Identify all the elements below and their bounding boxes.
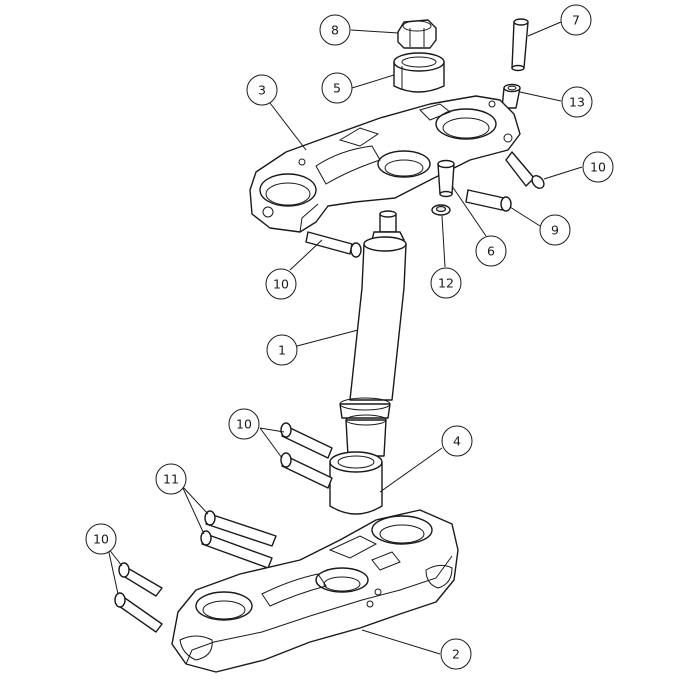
callout-9: 9 (539, 214, 571, 246)
callout-8-label: 8 (331, 23, 339, 38)
part-10-bolts-lower-left (114, 562, 163, 633)
leader-10c-2 (259, 427, 283, 459)
callout-7: 7 (560, 4, 592, 36)
callout-5: 5 (321, 72, 353, 104)
part-8-stem-nut (397, 19, 437, 49)
leader-7 (527, 21, 562, 37)
part-10-bolts-middle (280, 422, 333, 489)
leader-12 (441, 215, 446, 268)
part-10-bolt-upper-left (305, 231, 362, 258)
part-11-long-bolts (200, 510, 277, 569)
callout-10-upper-right: 10 (582, 151, 614, 183)
leader-4 (379, 447, 443, 493)
callout-10-middle: 10 (228, 408, 260, 440)
callout-10c-label: 10 (236, 417, 252, 432)
callout-10b-label: 10 (273, 277, 289, 292)
part-10-bolt-upper-right (505, 151, 545, 189)
callout-13-label: 13 (569, 95, 585, 110)
leader-10b (289, 239, 323, 271)
callout-12-label: 12 (438, 276, 454, 291)
callout-10d-label: 10 (93, 532, 109, 547)
callout-12: 12 (430, 267, 462, 299)
part-12-small-nut (431, 204, 451, 216)
leader-1 (296, 329, 359, 347)
leader-11-2 (181, 485, 205, 535)
callout-10-lower-left: 10 (85, 523, 117, 555)
callout-2-label: 2 (452, 647, 460, 662)
part-5-upper-bushing (393, 52, 445, 93)
part-7-pin (511, 18, 529, 72)
part-4-lower-bearing (329, 451, 383, 515)
leader-13 (519, 91, 562, 102)
callout-11-label: 11 (163, 472, 179, 487)
part-3-upper-triple-clamp (249, 95, 521, 233)
callout-4: 4 (441, 425, 473, 457)
callout-3-label: 3 (258, 83, 266, 98)
part-9-bolt (465, 189, 512, 212)
part-2-lower-triple-clamp (171, 509, 459, 673)
leader-5 (351, 74, 395, 89)
leader-8 (350, 29, 399, 34)
callout-2: 2 (440, 638, 472, 670)
callout-8: 8 (319, 14, 351, 46)
leader-11-1 (181, 485, 209, 515)
leader-10d-2 (107, 547, 119, 595)
part-6-sleeve (437, 159, 455, 198)
callout-3: 3 (246, 74, 278, 106)
callout-6-label: 6 (487, 244, 495, 259)
callout-7-label: 7 (572, 13, 580, 28)
callout-5-label: 5 (333, 81, 341, 96)
callout-11: 11 (155, 463, 187, 495)
callout-1-label: 1 (278, 343, 286, 358)
leader-lines (107, 21, 583, 655)
leader-6 (451, 185, 487, 237)
leader-10a (543, 166, 583, 180)
leader-10c-1 (259, 427, 285, 433)
callout-13: 13 (561, 86, 593, 118)
callout-10a-label: 10 (590, 160, 606, 175)
callout-4-label: 4 (453, 434, 461, 449)
callout-1: 1 (266, 334, 298, 366)
leader-2 (361, 629, 441, 655)
leader-9 (509, 206, 541, 227)
part-1-steering-stem (339, 210, 407, 457)
callout-10-upper-left: 10 (265, 268, 297, 300)
leader-3 (269, 102, 307, 151)
part-13-small-bushing (501, 83, 521, 109)
callout-6: 6 (475, 235, 507, 267)
callout-9-label: 9 (551, 223, 559, 238)
